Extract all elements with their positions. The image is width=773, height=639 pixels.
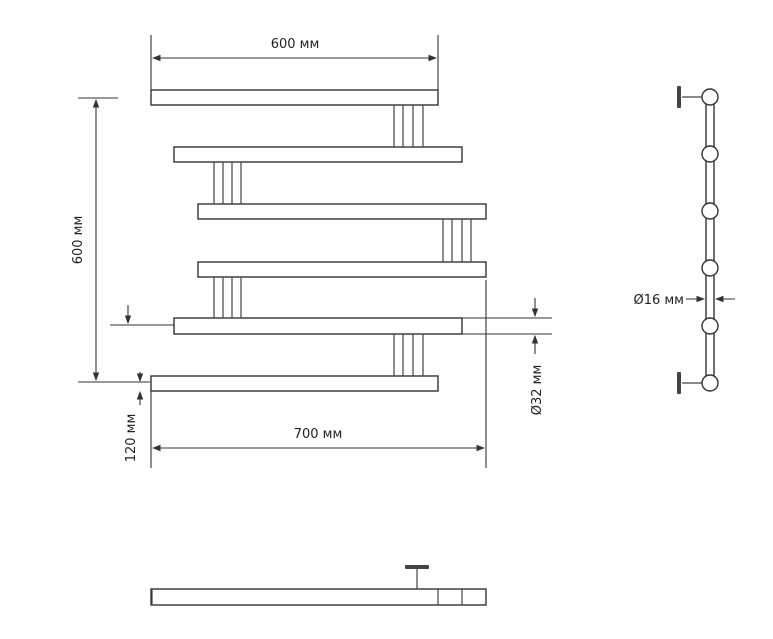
front-view — [150, 89, 487, 392]
bar-3 — [197, 203, 487, 220]
bar-1 — [150, 89, 439, 106]
bar-4 — [197, 261, 487, 278]
bar-6 — [150, 375, 439, 392]
rail — [705, 96, 715, 384]
bar-2 — [173, 146, 463, 163]
dimensions: 600 мм 600 мм 120 мм 700 мм Ø32 мм — [71, 35, 552, 468]
side-view: Ø16 мм — [633, 86, 735, 394]
dim-rail-diameter: Ø16 мм — [633, 293, 684, 308]
dim-height: 600 мм — [71, 216, 86, 265]
dim-offset: 120 мм — [124, 414, 139, 463]
bar-5 — [173, 317, 463, 335]
dim-width-bottom: 700 мм — [294, 427, 343, 442]
top-mount — [677, 86, 702, 108]
mount — [405, 565, 429, 589]
bottom-mount — [677, 372, 702, 394]
top-view — [150, 565, 487, 606]
dim-width-top: 600 мм — [271, 37, 320, 52]
posts — [213, 105, 472, 376]
dim-pipe-diameter: Ø32 мм — [530, 365, 545, 416]
